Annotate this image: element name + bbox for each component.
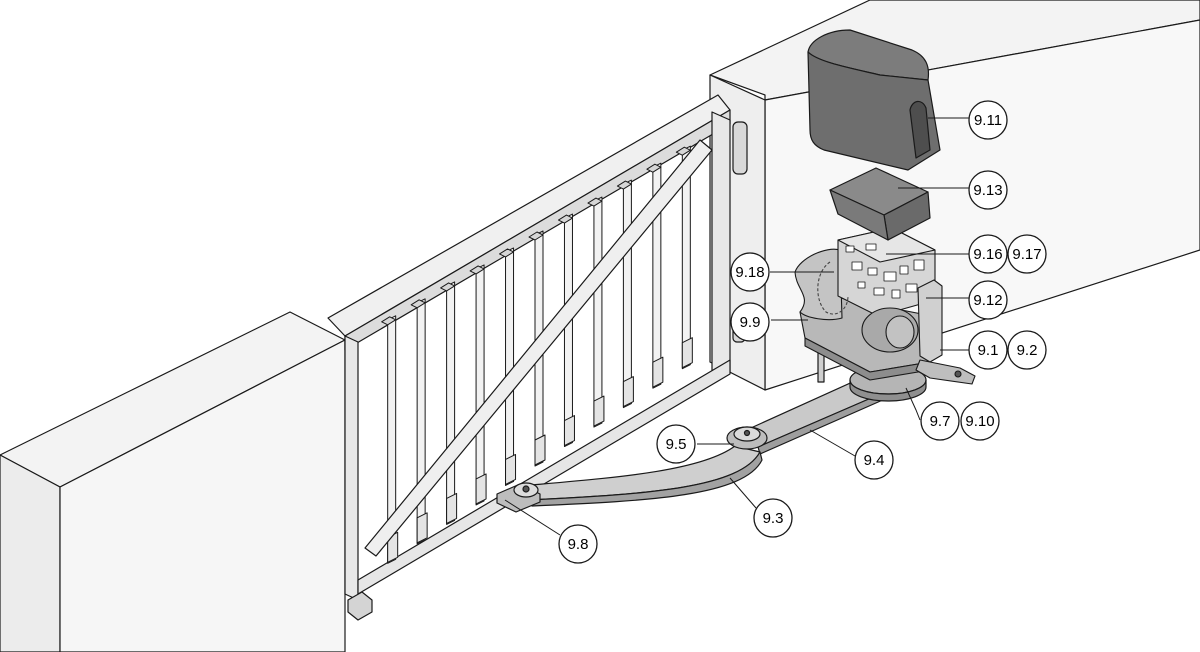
gate-bar (499, 247, 517, 486)
gate-bars (381, 145, 693, 564)
gate-foot (347, 591, 373, 621)
gate-bar (557, 213, 575, 448)
callout-9-9: 9.9 (730, 302, 770, 342)
board-component (913, 259, 925, 271)
callout-circle (920, 401, 960, 441)
motor-unit (794, 227, 976, 385)
callout-9-12: 9.12 (968, 280, 1008, 320)
callout-label: 9.7 (930, 413, 951, 430)
elbow-pivot-pin (743, 429, 751, 437)
board-component (857, 281, 866, 289)
callout-circle (656, 424, 696, 464)
callout-label: 9.4 (864, 452, 885, 469)
callout-9-13: 9.13 (968, 170, 1008, 210)
callout-label: 9.2 (1017, 342, 1038, 359)
board-component (891, 289, 901, 299)
board-component (883, 271, 897, 282)
gate-bar (528, 230, 546, 467)
board-component (867, 267, 878, 276)
gate-bar (469, 264, 487, 506)
gate-left-post (344, 335, 359, 601)
callout-circle (558, 524, 598, 564)
callout-label: 9.8 (568, 536, 589, 553)
callout-9-18: 9.18 (730, 252, 770, 292)
callout-label: 9.3 (763, 510, 784, 527)
callout-label: 9.16 (973, 246, 1002, 263)
callout-circle (968, 170, 1008, 210)
callout-label: 9.17 (1012, 246, 1041, 263)
callout-circle (968, 280, 1008, 320)
inner-cover-front (829, 189, 889, 241)
board-component (899, 265, 909, 275)
callout-label: 9.13 (973, 182, 1002, 199)
release-lever-foot (915, 359, 976, 385)
board-component (845, 245, 855, 253)
callout-label: 9.10 (965, 413, 994, 430)
board-components (845, 243, 925, 299)
gate-diagonal-brace (364, 139, 713, 557)
hinge-upper (732, 121, 748, 175)
callout-circle (1007, 234, 1047, 274)
callout-circle (968, 330, 1008, 370)
callout-label: 9.18 (735, 264, 764, 281)
gate-bar (675, 145, 693, 370)
outer-cover-slot (909, 100, 931, 159)
callout-9-3: 9.3 (753, 498, 793, 538)
gate (327, 94, 748, 621)
board-component (873, 287, 885, 296)
gate-right-post (711, 111, 731, 381)
callout-9-2: 9.2 (1007, 330, 1047, 370)
board-component (905, 283, 918, 293)
callout-9-8: 9.8 (558, 524, 598, 564)
gate-bar (440, 281, 458, 525)
leader-lines (504, 117, 970, 536)
left-pillar-side (59, 339, 346, 652)
gate-bar (381, 315, 399, 564)
callout-circle (730, 302, 770, 342)
callout-circle (968, 100, 1008, 140)
left-pillar-front (0, 454, 61, 652)
gate-bottom-rail (357, 359, 731, 595)
callout-9-17: 9.17 (1007, 234, 1047, 274)
callout-circle (753, 498, 793, 538)
callout-9-1: 9.1 (968, 330, 1008, 370)
callout-9-7: 9.7 (920, 401, 960, 441)
motor-cylinder-end (885, 315, 915, 349)
release-lever (917, 279, 943, 363)
callout-9-11: 9.11 (968, 100, 1008, 140)
board-component (851, 261, 863, 271)
callout-circle (1007, 330, 1047, 370)
board-component (865, 243, 877, 251)
callout-9-10: 9.10 (960, 401, 1000, 441)
release-lever-bolt (954, 370, 962, 378)
motor-base-disc-side (849, 379, 927, 402)
callout-circle (968, 234, 1008, 274)
callout-label: 9.11 (974, 112, 1002, 129)
covers (807, 29, 941, 241)
gate-top-rail (327, 94, 731, 337)
callout-9-4: 9.4 (854, 440, 894, 480)
callouts: 9.11 9.13 9.16 9.17 9.18 9.12 9.9 9.1 9.2 9.7 9.10… (558, 100, 1047, 564)
outer-cover-front (807, 51, 941, 171)
arms (496, 337, 927, 513)
callout-label: 9.12 (973, 292, 1002, 309)
callout-circle (854, 440, 894, 480)
curved-arm-edge (529, 451, 763, 507)
gate-bar (587, 196, 605, 428)
callout-circle (960, 401, 1000, 441)
callout-circle (730, 252, 770, 292)
callout-label: 9.9 (740, 314, 761, 331)
callout-label: 9.5 (666, 436, 687, 453)
callout-9-5: 9.5 (656, 424, 696, 464)
callout-label: 9.1 (978, 342, 999, 359)
gate-bar (616, 179, 634, 409)
callout-9-16: 9.16 (968, 234, 1008, 274)
cable-loop (817, 261, 849, 315)
gate-bracket-pin (522, 485, 530, 493)
